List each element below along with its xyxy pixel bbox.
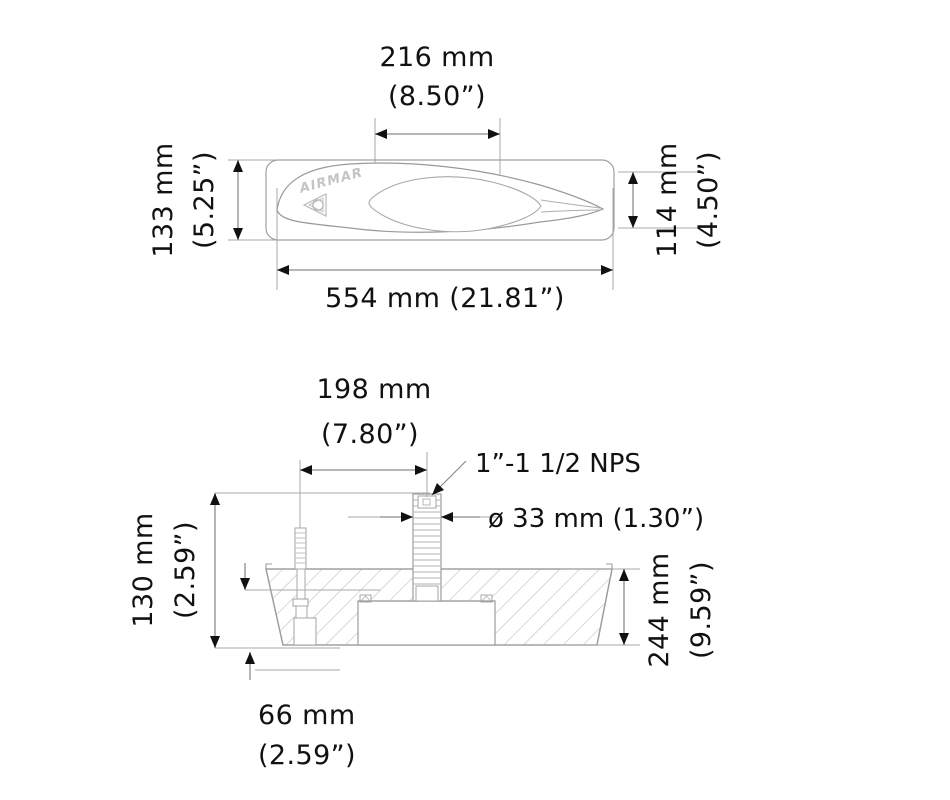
bolt-thread-lines bbox=[295, 532, 306, 564]
dim-diameter-value: ø 33 mm (1.30”) bbox=[488, 504, 704, 534]
dim-114in-value: (4.50”) bbox=[693, 151, 724, 249]
top-view-group: AIRMAR 216 mm (8.50”) 133 mm (5.25”) bbox=[148, 42, 724, 314]
dim-244mm-value: 244 mm bbox=[644, 552, 675, 667]
dim-130mm-value: 130 mm bbox=[128, 512, 159, 627]
leader-nps-thread: 1”-1 1/2 NPS bbox=[431, 449, 641, 496]
dim-216in-value: (8.50”) bbox=[388, 81, 486, 112]
dim-top-overall-length: 554 mm (21.81”) bbox=[277, 265, 613, 314]
dim-216mm-value: 216 mm bbox=[379, 42, 494, 73]
bolt-nut-block bbox=[293, 617, 317, 646]
dim-top-right-height: 114 mm (4.50”) bbox=[628, 142, 724, 258]
dim-stem-diameter: ø 33 mm (1.30”) bbox=[380, 504, 704, 534]
dim-66mm-value: 66 mm bbox=[258, 700, 356, 731]
fairing-inner-lens bbox=[368, 176, 542, 233]
dim-section-right-height: 244 mm (9.59”) bbox=[619, 552, 717, 668]
dim-130in-value: (2.59”) bbox=[170, 521, 201, 619]
fairing-tail-lines bbox=[540, 199, 601, 213]
bolt-washer bbox=[292, 598, 309, 607]
dim-section-bottom-offset: 66 mm (2.59”) bbox=[245, 652, 356, 771]
transducer-tab-right bbox=[480, 594, 493, 603]
dim-section-left-height: 130 mm (2.59”) bbox=[128, 493, 220, 648]
dim-198mm-value: 198 mm bbox=[316, 374, 431, 405]
mounting-bolt bbox=[292, 490, 317, 646]
transducer-tab-left bbox=[359, 594, 372, 603]
dim-section-bolt-spacing: 198 mm (7.80”) bbox=[300, 374, 431, 475]
dim-66in-value: (2.59”) bbox=[258, 740, 356, 771]
transducer-body bbox=[357, 594, 496, 646]
fairing-bounding-outline bbox=[265, 159, 615, 241]
dim-top-left-height: 133 mm (5.25”) bbox=[148, 142, 243, 258]
label-nps-thread: 1”-1 1/2 NPS bbox=[475, 449, 641, 479]
dim-133in-value: (5.25”) bbox=[189, 151, 220, 249]
dim-133mm-value: 133 mm bbox=[148, 142, 179, 257]
dim-554-value: 554 mm (21.81”) bbox=[325, 283, 565, 314]
airmar-logo-icon bbox=[302, 193, 327, 217]
dim-top-inner-width: 216 mm (8.50”) bbox=[375, 42, 500, 139]
dim-244in-value: (9.59”) bbox=[686, 561, 717, 659]
section-view-group: 198 mm (7.80”) 1”-1 1/2 NPS ø 33 mm (1.3… bbox=[128, 374, 717, 771]
threaded-stem bbox=[412, 493, 442, 602]
dim-114mm-value: 114 mm bbox=[652, 142, 683, 257]
section-extension-lines bbox=[215, 452, 640, 671]
dim-198in-value: (7.80”) bbox=[321, 419, 419, 450]
